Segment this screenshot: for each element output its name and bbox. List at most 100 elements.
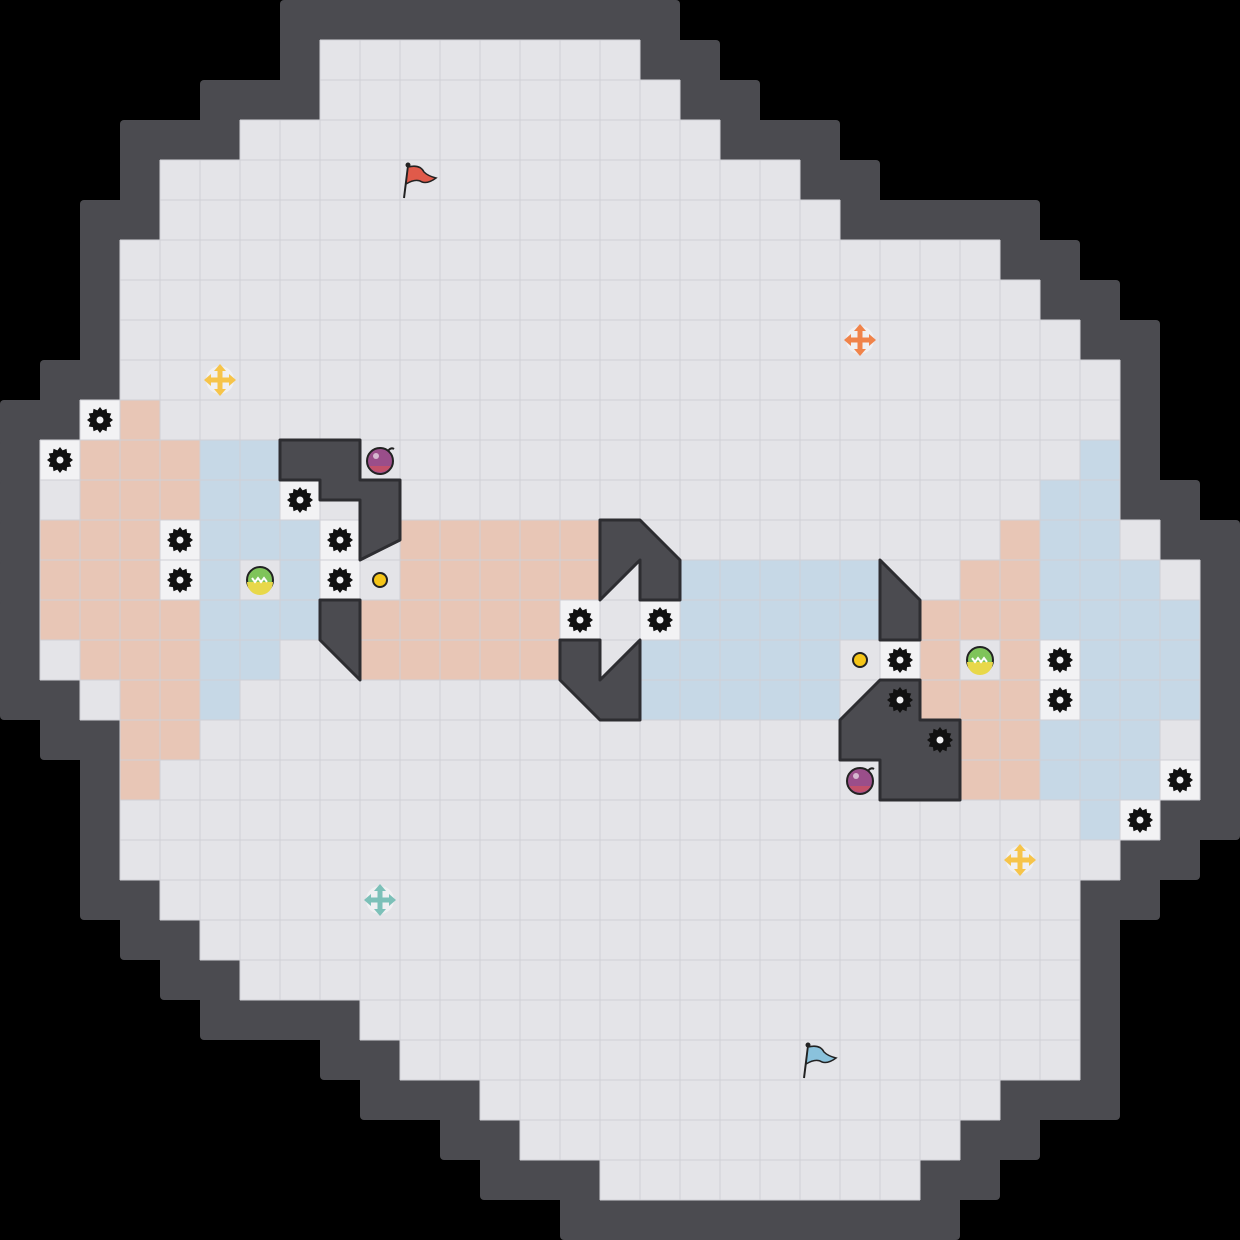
- floor-row: [160, 880, 1080, 920]
- arrow-down: [214, 389, 226, 396]
- bomb-icon[interactable]: [366, 447, 395, 475]
- floor-row: [520, 1120, 960, 1160]
- sawblade-icon: [927, 727, 953, 753]
- arrow-up: [374, 884, 386, 891]
- move-arrows-v: [857, 329, 863, 351]
- sawblade-icon: [1127, 807, 1153, 833]
- blue-zone-tile: [200, 440, 240, 480]
- arrow-left: [364, 894, 371, 906]
- team-zones: [40, 400, 1200, 840]
- green-orb-bottom: [967, 662, 993, 675]
- sawblade-icon: [1047, 647, 1073, 673]
- blue-zone-tile: [800, 600, 840, 640]
- move-arrows-icon[interactable]: [364, 884, 396, 916]
- red-zone-tile: [400, 520, 440, 560]
- blue-zone-tile: [240, 640, 280, 680]
- blue-zone-tile: [1160, 640, 1200, 680]
- blue-zone-tile: [720, 600, 760, 640]
- blue-zone-tile: [1080, 480, 1120, 520]
- arrow-down: [1014, 869, 1026, 876]
- red-zone-tile: [120, 480, 160, 520]
- sawblade-hub: [656, 616, 664, 624]
- move-arrows-icon[interactable]: [1004, 844, 1036, 876]
- sawblade-hub: [896, 656, 904, 664]
- blue-zone-tile: [240, 600, 280, 640]
- blue-zone-tile: [640, 680, 680, 720]
- move-arrows-icon[interactable]: [204, 364, 236, 396]
- red-zone-tile: [440, 600, 480, 640]
- red-zone-tile: [120, 400, 160, 440]
- blue-zone-tile: [280, 600, 320, 640]
- red-zone-tile: [80, 520, 120, 560]
- coin-body: [372, 572, 388, 588]
- coin-icon[interactable]: [372, 572, 388, 588]
- floor-row: [320, 80, 680, 120]
- red-zone-tile: [1000, 520, 1040, 560]
- items: [47, 162, 1193, 1079]
- green-orb-icon[interactable]: [246, 566, 274, 595]
- bomb-shine: [373, 453, 379, 459]
- arrow-left: [204, 374, 211, 386]
- red-zone-tile: [960, 720, 1000, 760]
- blue-zone-tile: [1080, 520, 1120, 560]
- red-flag-icon[interactable]: [403, 162, 438, 199]
- blue-zone-tile: [1120, 560, 1160, 600]
- arrow-left: [844, 334, 851, 346]
- blue-zone-tile: [240, 440, 280, 480]
- floor-row: [160, 200, 840, 240]
- blue-zone-tile: [680, 680, 720, 720]
- red-zone-tile: [120, 440, 160, 480]
- blue-zone-tile: [680, 640, 720, 680]
- red-zone-tile: [80, 480, 120, 520]
- sawblade-hub: [296, 496, 304, 504]
- blue-zone-tile: [720, 680, 760, 720]
- red-zone-tile: [1000, 640, 1040, 680]
- red-zone-tile: [360, 640, 400, 680]
- bomb-bottom: [849, 786, 871, 793]
- sawblade-icon: [1047, 687, 1073, 713]
- red-zone-tile: [1000, 600, 1040, 640]
- red-zone-tile: [40, 560, 80, 600]
- green-orb-icon[interactable]: [966, 646, 994, 675]
- floor-row: [120, 280, 1040, 320]
- red-zone-tile: [160, 440, 200, 480]
- inner-wall: [278, 438, 402, 562]
- red-zone-tile: [1000, 760, 1040, 800]
- arrow-right: [869, 334, 876, 346]
- red-zone-tile: [920, 680, 960, 720]
- blue-zone-tile: [1040, 560, 1080, 600]
- blue-zone-tile: [840, 560, 880, 600]
- red-zone-tile: [400, 640, 440, 680]
- blue-flag-icon[interactable]: [803, 1042, 838, 1079]
- red-zone-tile: [80, 600, 120, 640]
- red-zone-tile: [480, 640, 520, 680]
- red-zone-tile: [120, 680, 160, 720]
- bomb-fuse: [387, 447, 395, 452]
- sawblade-icon: [327, 527, 353, 553]
- blue-zone-tile: [800, 560, 840, 600]
- red-zone-tile: [160, 680, 200, 720]
- red-zone-tile: [920, 640, 960, 680]
- blue-zone-tile: [1080, 760, 1120, 800]
- red-zone-tile: [80, 560, 120, 600]
- red-zone-tile: [360, 600, 400, 640]
- red-zone-tile: [480, 520, 520, 560]
- move-arrows-v: [217, 369, 223, 391]
- coin-icon[interactable]: [852, 652, 868, 668]
- sawblade-hub: [1176, 776, 1184, 784]
- red-zone-tile: [560, 520, 600, 560]
- red-zone-tile: [960, 680, 1000, 720]
- move-arrows-icon[interactable]: [844, 324, 876, 356]
- blue-zone-tile: [280, 520, 320, 560]
- red-zone-tile: [120, 600, 160, 640]
- floor-row: [400, 1040, 1080, 1080]
- red-zone-tile: [560, 560, 600, 600]
- blue-zone-tile: [200, 560, 240, 600]
- bomb-icon[interactable]: [846, 767, 875, 795]
- red-zone-tile: [80, 640, 120, 680]
- blue-zone-tile: [1120, 680, 1160, 720]
- blue-zone-tile: [640, 640, 680, 680]
- sawblade-icon: [167, 527, 193, 553]
- red-zone-tile: [120, 760, 160, 800]
